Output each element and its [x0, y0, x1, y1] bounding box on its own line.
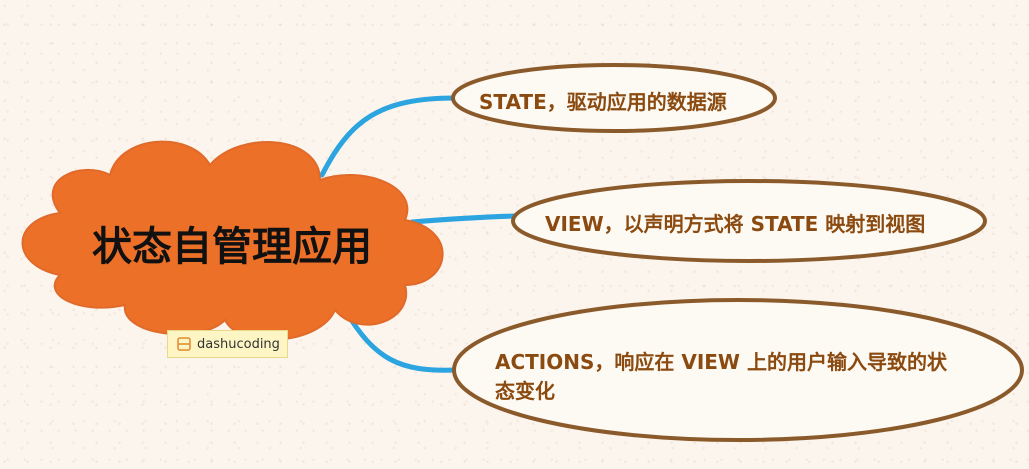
branch-connector-3: [342, 307, 458, 373]
central-topic-label: 状态自管理应用: [92, 224, 372, 270]
subtopic-state-bubble[interactable]: [451, 63, 777, 133]
branch-connector-1: [319, 95, 458, 178]
branch-connector-2: [409, 213, 518, 225]
subtopic-actions-label-line2: 态变化: [495, 379, 555, 403]
note-icon: [177, 337, 191, 351]
subtopic-view-bubble[interactable]: [511, 179, 987, 263]
subtopic-state-label: STATE，驱动应用的数据源: [479, 90, 727, 114]
subtopic-actions-bubble[interactable]: [452, 298, 1024, 442]
note-text: dashucoding: [197, 336, 280, 352]
subtopic-view-label: VIEW，以声明方式将 STATE 映射到视图: [545, 212, 926, 236]
note-label-box[interactable]: dashucoding: [167, 330, 288, 358]
central-topic-cloud[interactable]: [21, 140, 444, 341]
subtopic-actions-label-line1: ACTIONS，响应在 VIEW 上的用户输入导致的状: [495, 350, 947, 374]
